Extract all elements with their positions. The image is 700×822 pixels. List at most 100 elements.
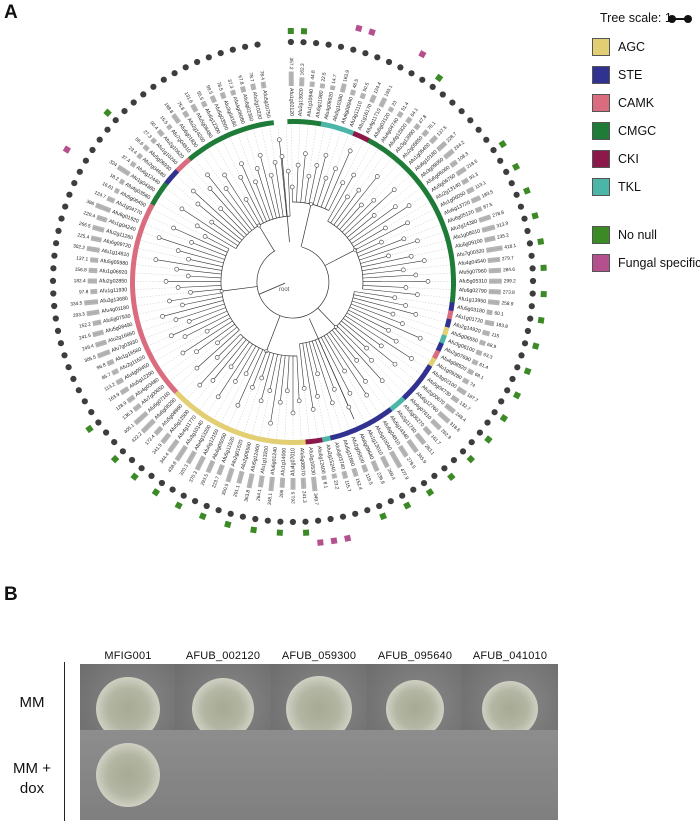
ring-segment-camk <box>142 341 151 352</box>
ring-segment-cki <box>313 437 323 444</box>
leaf-branch <box>182 296 223 306</box>
essential-dot <box>239 513 246 520</box>
value-bars <box>84 71 503 492</box>
essential-dot <box>339 513 347 520</box>
value-bar-edge <box>107 197 115 202</box>
leaf-branch <box>204 236 230 250</box>
value-label: 108.3 <box>457 151 470 163</box>
leaf-guide <box>416 272 451 276</box>
leaf-node <box>364 345 370 351</box>
no-null-marker <box>425 488 435 497</box>
value-label: 22.5 <box>320 72 327 82</box>
ring-segment-agc <box>230 427 241 436</box>
ring-segment-camk <box>446 310 454 320</box>
essential-dot <box>95 419 102 426</box>
leaf-guide <box>160 353 183 368</box>
value-label: 128.9 <box>115 400 129 412</box>
no-null-marker <box>434 73 444 83</box>
long-branch <box>308 318 355 420</box>
leaf-node <box>371 197 377 203</box>
leaf-branch <box>279 139 287 217</box>
leaf-guide <box>135 272 188 277</box>
essential-dot <box>287 38 294 46</box>
leaf-branch <box>341 320 396 365</box>
value-bar-edge <box>114 189 119 193</box>
clade-stem-1 <box>324 249 356 266</box>
leaf-guide <box>155 331 207 361</box>
leaf-guide <box>213 381 236 419</box>
leaf-branch <box>346 312 397 342</box>
leaf-label: Afu5g03180 <box>457 305 486 315</box>
leaf-guide <box>395 297 450 307</box>
leaf-branch <box>336 325 372 361</box>
value-bar-edge <box>90 259 99 261</box>
row-divider-dox <box>64 729 65 821</box>
leaf-node <box>406 203 412 208</box>
ring-segment-tkl <box>389 401 400 412</box>
leaf-branch <box>308 165 318 204</box>
value-label: 85.7 <box>101 372 112 382</box>
value-label: 74 <box>468 381 476 389</box>
ring-segment-agc <box>296 439 306 445</box>
essential-dot <box>169 486 176 493</box>
ring-segment-camk <box>146 203 155 214</box>
value-bar-edge <box>486 311 493 313</box>
value-label: 137.5 <box>436 125 449 138</box>
leaf-guide <box>325 129 333 155</box>
essential-dot <box>518 352 525 359</box>
leaf-label: Afu5g07960 <box>459 268 487 276</box>
leaf-branch <box>355 222 408 251</box>
leaf-label: Afu1g13200 <box>260 445 270 474</box>
legend-item-cmgc: CMGC <box>592 122 700 142</box>
essential-dot <box>71 180 78 187</box>
value-bar-edge <box>155 427 162 435</box>
value-label: 156.8 <box>75 267 88 274</box>
leaf-node <box>268 172 274 178</box>
essential-dot <box>526 240 534 247</box>
leaf-branch <box>270 355 282 424</box>
leaf-branch <box>323 335 345 372</box>
value-label: 241.9 <box>151 442 163 455</box>
leaf-node <box>306 173 312 179</box>
clade-stem-2 <box>317 307 337 328</box>
value-bar-edge <box>207 460 214 473</box>
legend-item-no-null: No null <box>592 226 700 246</box>
leaf-guide <box>138 304 182 315</box>
essential-dot <box>215 507 222 514</box>
value-label: 16.61 <box>101 181 115 192</box>
ring-segment-agc <box>193 406 204 417</box>
leaf-branch <box>331 329 357 361</box>
value-bar-edge <box>92 321 102 324</box>
essential-dot <box>254 41 261 48</box>
leaf-guide <box>382 380 400 400</box>
essential-dot <box>82 157 89 164</box>
value-label: 60.1 <box>494 310 504 317</box>
leaf-node <box>346 404 352 410</box>
leaf-guide <box>222 140 241 177</box>
no-null-marker <box>537 316 545 324</box>
value-label: 350.5 <box>221 483 231 497</box>
ring-segment-cmgc <box>208 137 219 147</box>
essential-dot <box>376 502 383 510</box>
leaf-node <box>378 343 384 349</box>
essential-dot <box>521 215 528 222</box>
leaf-node <box>340 180 346 186</box>
leaf-guide <box>137 256 156 260</box>
leaf-label: Afu5g05310 <box>459 279 487 285</box>
essential-dot <box>410 486 417 493</box>
leaf-branch <box>287 355 290 391</box>
value-label: 113.2 <box>103 382 116 393</box>
essential-dot <box>57 340 64 347</box>
leaf-guide <box>298 124 301 165</box>
no-null-marker <box>85 424 94 434</box>
leaf-branch <box>339 204 362 230</box>
value-label: 273.8 <box>503 289 516 296</box>
leaf-node <box>363 379 368 384</box>
ring-segment-cmgc <box>367 138 378 147</box>
essential-dot <box>504 387 511 394</box>
value-label: 55.5 <box>195 90 205 101</box>
panel-b-letter: B <box>4 584 18 605</box>
value-bar-edge <box>248 473 253 489</box>
value-label: 422.2 <box>131 431 144 444</box>
ring-segment-agc <box>238 430 249 439</box>
